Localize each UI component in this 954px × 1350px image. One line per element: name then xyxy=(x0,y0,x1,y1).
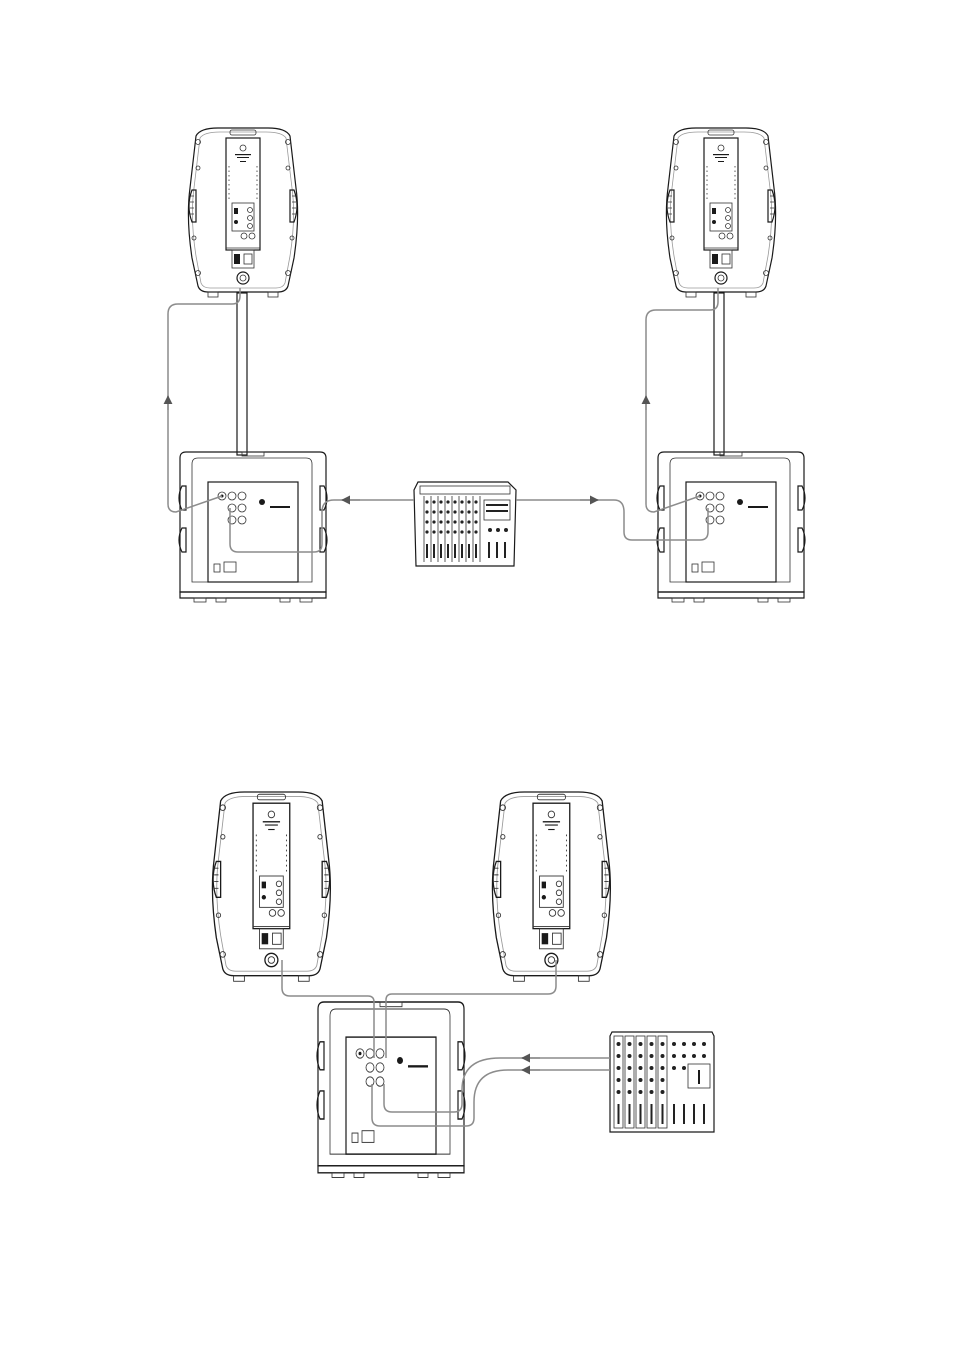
subwoofer-right xyxy=(657,452,805,602)
mixer-top xyxy=(414,482,516,566)
cable-mixer-to-sub-right xyxy=(516,500,708,540)
speaker-bottom-right xyxy=(492,792,610,981)
diagram-top xyxy=(168,128,805,602)
pole-right xyxy=(714,293,724,455)
diagram-bottom xyxy=(212,792,714,1178)
pole-left xyxy=(237,293,247,455)
subwoofer-left xyxy=(179,452,327,602)
speaker-bottom-left xyxy=(212,792,330,981)
speaker-top-right xyxy=(666,128,775,297)
mixer-bottom xyxy=(610,1032,714,1132)
subwoofer-bottom xyxy=(317,1002,465,1178)
cable-sub-to-speaker-left xyxy=(168,288,240,512)
cable-sub-to-speaker-right xyxy=(646,288,718,512)
speaker-top-left xyxy=(188,128,297,297)
